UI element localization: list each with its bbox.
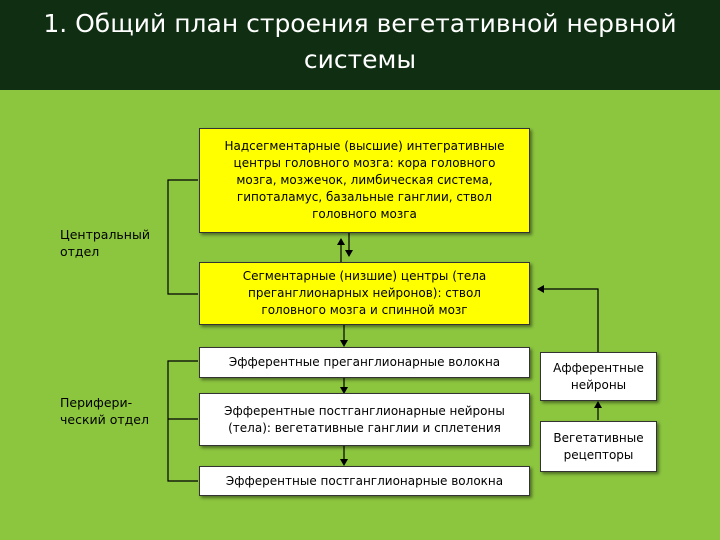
peripheral-bracket	[167, 360, 198, 482]
box-efferent-preganglionic-fibers: Эфферентные преганглионарные волокна	[199, 347, 530, 378]
box-suprasegmental-centers: Надсегментарные (высшие) интегративные ц…	[199, 128, 530, 233]
box-afferent-neurons: Афферентные нейроны	[540, 352, 657, 401]
central-bracket	[167, 179, 198, 295]
arrow-afferent-to-segmental	[537, 285, 599, 352]
box-vegetative-receptors: Вегетативные рецепторы	[540, 421, 657, 472]
page-title: 1. Общий план строения вегетативной нерв…	[43, 9, 677, 74]
box-efferent-postganglionic-fibers: Эфферентные постганглионарные волокна	[199, 466, 530, 496]
label-central: Центральный отдел	[60, 227, 150, 259]
label-peripheral: Перифери- ческий отдел	[60, 395, 149, 427]
title-bar: 1. Общий план строения вегетативной нерв…	[0, 0, 720, 90]
box-efferent-postganglionic-neurons: Эфферентные постганглионарные нейроны (т…	[199, 393, 530, 446]
box-segmental-centers: Сегментарные (низшие) центры (тела прега…	[199, 262, 530, 325]
